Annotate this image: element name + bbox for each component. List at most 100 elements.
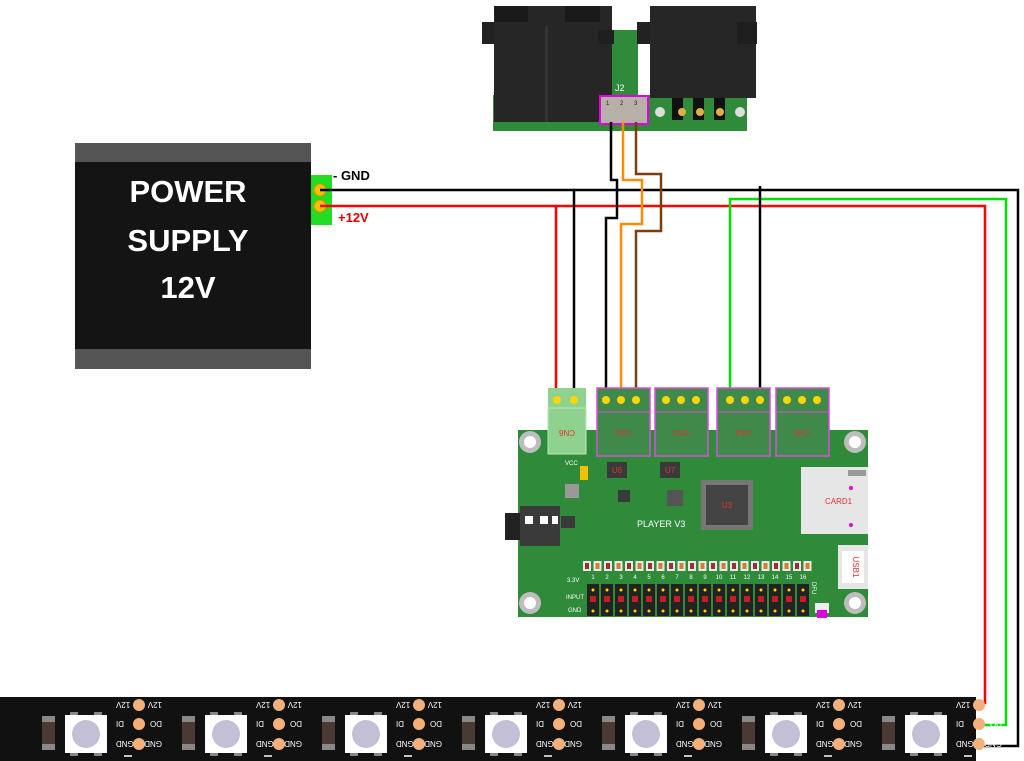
strip-pad-label-out: GND [984, 739, 1002, 748]
resistor [677, 561, 686, 571]
strip-pad-label-in: 12V [675, 700, 690, 709]
output-header[interactable] [797, 584, 809, 616]
strip-pad-label-out: DO [850, 719, 862, 728]
strip-pad [973, 699, 985, 711]
strip-pad-label-in: GND [256, 739, 274, 748]
strip-pad-label-in: GND [396, 739, 414, 748]
resistor [772, 561, 780, 571]
strip-pad [273, 718, 285, 730]
output-header[interactable] [657, 584, 669, 616]
strip-pad-label-in: DI [676, 719, 684, 728]
strip-pad-label-in: 12V [115, 700, 130, 709]
u6-label: U6 [612, 466, 623, 475]
wire-dmx-pin3 [634, 122, 663, 398]
channel-number: 8 [689, 575, 693, 581]
strip-pad-label-out: GND [844, 739, 862, 748]
j2-pin1-label: 1 [606, 101, 610, 107]
output-header[interactable] [727, 584, 739, 616]
usb-port[interactable]: USB1 [838, 545, 868, 589]
dmx-pcb-tab [612, 30, 638, 100]
mcu-label: U3 [722, 501, 733, 510]
strip-pad-label-out: 12V [427, 700, 442, 709]
power-supply-top-band [75, 143, 311, 162]
strip-pad-label-in: 12V [395, 700, 410, 709]
resistor [719, 561, 728, 571]
ic-u6 [607, 462, 627, 478]
strip-pad-label-out: GND [284, 739, 302, 748]
wire-dmx-pin1 [604, 122, 619, 398]
sd-card-slot[interactable]: CARD1 [801, 467, 868, 534]
channel-number: 7 [675, 575, 679, 581]
strip-pad-label-in: GND [676, 739, 694, 748]
output-header[interactable] [685, 584, 697, 616]
strip-pad [973, 738, 985, 750]
strip-pad-label-in: 12V [955, 700, 970, 709]
terminal-cn5[interactable]: CN5 [775, 387, 830, 457]
resistor [793, 561, 801, 571]
resistor [614, 561, 623, 571]
ic-u2 [561, 516, 575, 528]
channel-number: 11 [730, 575, 737, 581]
strip-pad-label-in: GND [816, 739, 834, 748]
led-lens [72, 720, 100, 748]
resistor [698, 561, 707, 571]
resistor [646, 561, 654, 571]
usb-label: USB1 [851, 557, 860, 578]
led-lens [632, 720, 660, 748]
output-header[interactable] [783, 584, 795, 616]
led-lens [492, 720, 520, 748]
output-header[interactable] [671, 584, 683, 616]
output-header[interactable] [587, 584, 599, 616]
strip-pad-label-out: DO [710, 719, 722, 728]
resistor [593, 561, 602, 571]
terminal-cn6[interactable]: CN6 [547, 388, 587, 455]
cn6-label: CN6 [558, 428, 575, 437]
output-header[interactable] [769, 584, 781, 616]
resistor [803, 561, 812, 571]
strip-pad-label-out: GND [144, 739, 162, 748]
strip-pad [273, 699, 285, 711]
resistor [635, 561, 644, 571]
output-header[interactable] [629, 584, 641, 616]
resistor [761, 561, 770, 571]
mcu-chip: U3 [701, 480, 753, 530]
terminal-cn2[interactable]: CN2 [654, 387, 709, 457]
output-header[interactable] [713, 584, 725, 616]
resistor [688, 561, 696, 571]
strip-pad-label-in: DI [116, 719, 124, 728]
v12-label: +12V [338, 210, 369, 225]
board-name: PLAYER V3 [637, 519, 685, 529]
terminal-cn3[interactable]: CN3 [596, 387, 651, 457]
channel-number: 14 [772, 575, 779, 581]
output-header[interactable] [755, 584, 767, 616]
power-supply-title-line3: 12V [160, 270, 215, 305]
strip-pad [413, 718, 425, 730]
capacitor-c [580, 466, 588, 480]
inductor-l1 [565, 484, 579, 498]
output-header[interactable] [699, 584, 711, 616]
terminal-cn4[interactable]: CN4 [716, 387, 771, 457]
strip-pad-label-out: GND [424, 739, 442, 748]
resistor [740, 561, 749, 571]
strip-pad-label-out: DO [990, 719, 1002, 728]
ic-u1 [667, 490, 683, 506]
resistor [667, 561, 675, 571]
strip-pad [833, 718, 845, 730]
strip-pad-label-out: 12V [987, 700, 1002, 709]
dfu-button[interactable] [815, 603, 829, 618]
output-header[interactable] [741, 584, 753, 616]
strip-pad [133, 738, 145, 750]
audio-jack[interactable] [505, 506, 560, 546]
output-header[interactable] [643, 584, 655, 616]
channel-number: 12 [744, 575, 751, 581]
dmx-connector-board: J2 1 2 3 [482, 6, 757, 131]
output-header[interactable] [615, 584, 627, 616]
channel-number: 16 [800, 575, 807, 581]
output-header[interactable] [601, 584, 613, 616]
strip-pad-label-in: DI [256, 719, 264, 728]
strip-pad [273, 738, 285, 750]
resistor [782, 561, 791, 571]
strip-pad [693, 738, 705, 750]
channel-number: 13 [758, 575, 765, 581]
